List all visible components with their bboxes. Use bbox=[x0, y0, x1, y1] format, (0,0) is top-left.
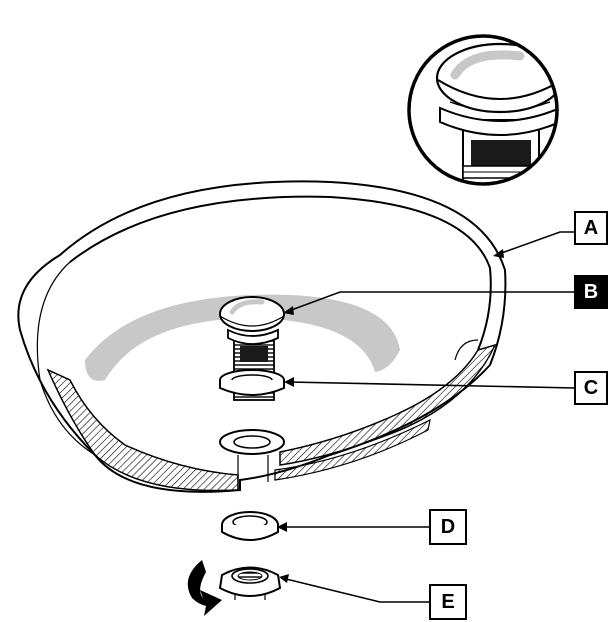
label-c: C bbox=[574, 371, 608, 405]
sink-basin bbox=[17, 180, 507, 493]
label-d: D bbox=[429, 509, 467, 545]
label-e: E bbox=[429, 584, 467, 620]
svg-text:E: E bbox=[441, 591, 454, 613]
label-a: A bbox=[574, 211, 608, 245]
basin-shadow bbox=[85, 294, 400, 381]
popup-drain bbox=[219, 296, 285, 401]
leader-lines bbox=[277, 231, 576, 603]
svg-text:B: B bbox=[584, 281, 598, 303]
curved-arrow-icon bbox=[187, 560, 222, 616]
svg-text:D: D bbox=[441, 516, 455, 538]
svg-text:A: A bbox=[584, 217, 598, 239]
svg-text:C: C bbox=[584, 377, 598, 399]
basin-inner-rim bbox=[69, 195, 492, 351]
detail-zoom-circle bbox=[407, 34, 559, 186]
label-b: B bbox=[574, 275, 608, 309]
washer-d bbox=[221, 511, 279, 541]
lock-nut-e bbox=[218, 566, 282, 600]
